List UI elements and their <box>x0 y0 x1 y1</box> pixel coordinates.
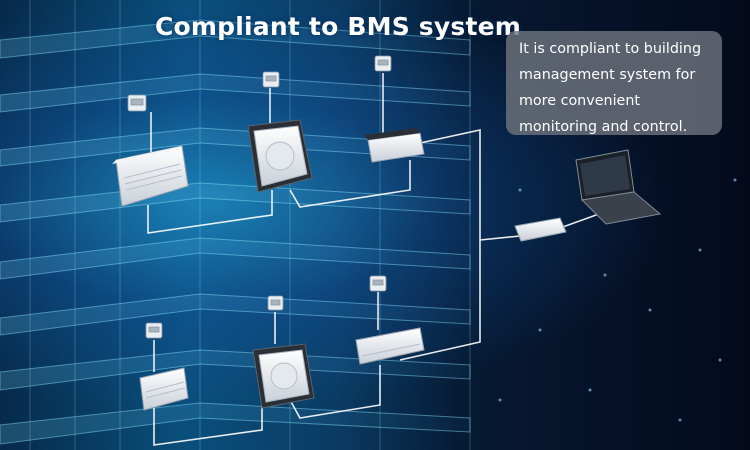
info-line: It is compliant to building <box>519 41 702 57</box>
wall-mounted-unit-icon <box>355 327 425 365</box>
cassette-unit-icon <box>252 343 315 409</box>
info-line: management system for <box>519 67 696 83</box>
floor-ceiling-unit-icon <box>139 367 189 411</box>
building-columns <box>29 0 471 450</box>
laptop-icon <box>575 149 662 225</box>
info-box: It is compliant to building management s… <box>506 31 722 135</box>
info-line: monitoring and control. <box>519 119 688 135</box>
page-title: Compliant to BMS system <box>155 12 522 41</box>
floor-ceiling-unit-icon <box>112 145 189 207</box>
wiring <box>147 73 611 446</box>
building-floors <box>0 19 471 445</box>
router-icon <box>514 217 567 242</box>
wall-controller-icon <box>127 55 392 339</box>
cassette-unit-icon <box>247 119 313 193</box>
bms-gateway-icon <box>364 128 425 163</box>
info-line: more convenient <box>519 93 640 109</box>
